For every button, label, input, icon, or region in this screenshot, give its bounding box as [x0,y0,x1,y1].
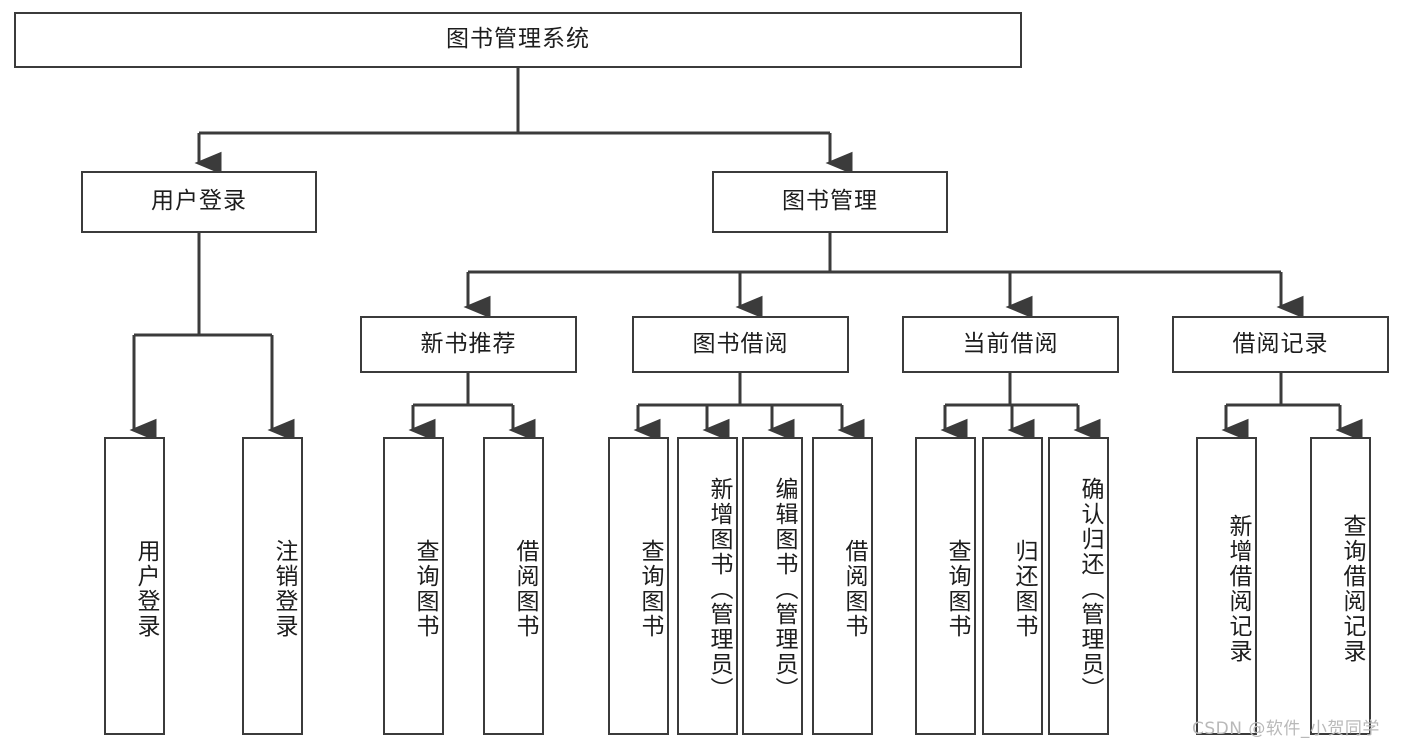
node-current-borrow[interactable]: 当前借阅 [902,316,1119,373]
leaf-new-book-query-book[interactable]: 查询图书 [383,437,444,735]
leaf-book-borrow-query-book[interactable]: 查询图书 [608,437,669,735]
leaf-borrow-record-add-record[interactable]: 新增借阅记录 [1196,437,1257,735]
node-book-borrow[interactable]: 图书借阅 [632,316,849,373]
leaf-user-login-logout[interactable]: 注销登录 [242,437,303,735]
node-user-login[interactable]: 用户登录 [81,171,317,233]
node-book-management[interactable]: 图书管理 [712,171,948,233]
node-new-book-recommend[interactable]: 新书推荐 [360,316,577,373]
node-borrow-record[interactable]: 借阅记录 [1172,316,1389,373]
leaf-user-login-login[interactable]: 用户登录 [104,437,165,735]
watermark-text: CSDN @软件_小贺同学 [1192,719,1380,739]
leaf-book-borrow-add-book-admin[interactable]: 新增图书（管理员） [677,437,738,735]
leaf-current-borrow-query-book[interactable]: 查询图书 [915,437,976,735]
leaf-new-book-borrow-book[interactable]: 借阅图书 [483,437,544,735]
node-root-book-management-system[interactable]: 图书管理系统 [14,12,1022,68]
leaf-current-borrow-return-book[interactable]: 归还图书 [982,437,1043,735]
leaf-book-borrow-borrow-book[interactable]: 借阅图书 [812,437,873,735]
leaf-borrow-record-query-record[interactable]: 查询借阅记录 [1310,437,1371,735]
leaf-current-borrow-confirm-return-admin[interactable]: 确认归还（管理员） [1048,437,1109,735]
leaf-book-borrow-edit-book-admin[interactable]: 编辑图书（管理员） [742,437,803,735]
